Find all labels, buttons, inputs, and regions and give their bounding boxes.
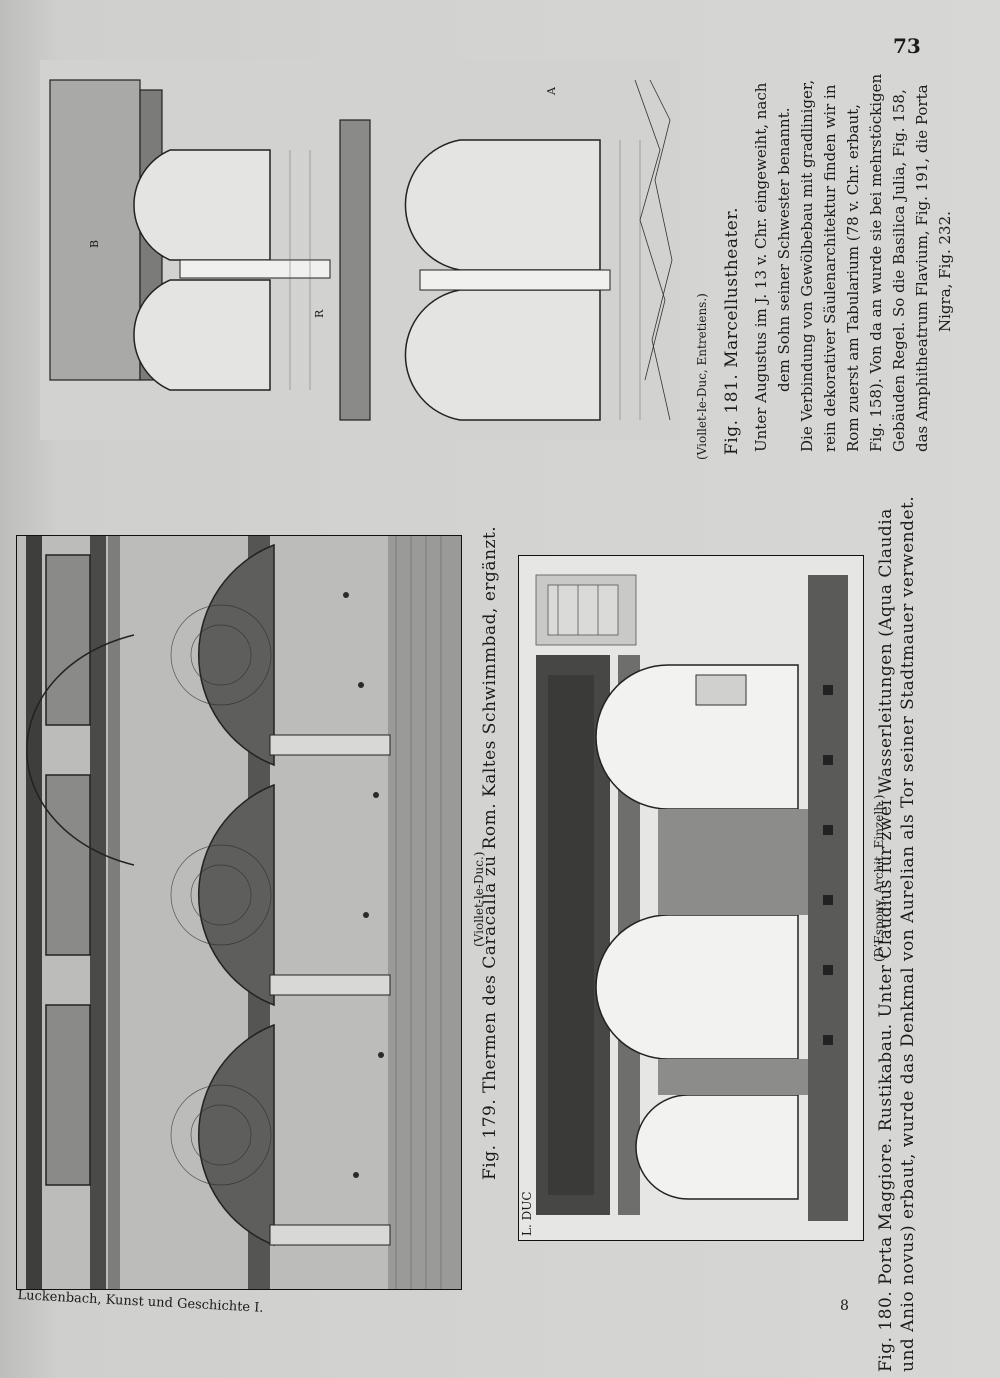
fig181-label-r: R [313, 309, 326, 318]
fig181-caption: Fig. 181. Marcellustheater. [722, 206, 742, 455]
signature-mark: 8 [840, 1298, 849, 1314]
fig181-text-line: Fig. 158). Von da an wurde sie bei mehrs… [867, 73, 885, 452]
fig181-description: Unter Augustus im J. 13 v. Chr. eingewei… [750, 22, 957, 452]
fig181-text-line: Unter Augustus im J. 13 v. Chr. eingewei… [752, 82, 770, 452]
fig181-text-line: Gebäuden Regel. So die Basilica Julia, F… [890, 89, 908, 452]
fig181-label-a: A [545, 87, 558, 95]
fig179-illustration [16, 535, 462, 1290]
fig181-text-line: Nigra, Fig. 232. [936, 211, 954, 332]
fig180-caption-line1: Fig. 180. Porta Maggiore. Rustikabau. Un… [876, 508, 896, 1372]
fig181-text-line: rein dekorativer Säulenarchitektur finde… [821, 84, 839, 452]
fig181-text-line: das Amphitheatrum Flavium, Fig. 191, die… [913, 84, 931, 452]
fig181-text-line: dem Sohn seiner Schwester benannt. [775, 107, 793, 392]
fig180-illustration [518, 555, 864, 1241]
footer-imprint: Luckenbach, Kunst und Geschichte I. [17, 1288, 264, 1316]
fig180-caption-line2: und Anio novus) erbaut, wurde das Denkma… [898, 495, 918, 1372]
fig181-text-line: Die Verbindung von Gewölbebau mit gradli… [798, 79, 816, 452]
page-number: 73 [893, 34, 921, 58]
fig181-label-b: B [88, 239, 101, 248]
fig181-credit: (Viollet-le-Duc, Entretiens.) [695, 293, 709, 460]
fig180-artist-mark: L. DUC [520, 1191, 534, 1236]
fig181-text-line: Rom zuerst am Tabularium (78 v. Chr. erb… [844, 104, 862, 452]
fig181-illustration [40, 60, 680, 440]
fig179-caption: Fig. 179. Thermen des Caracalla zu Rom. … [480, 525, 500, 1180]
